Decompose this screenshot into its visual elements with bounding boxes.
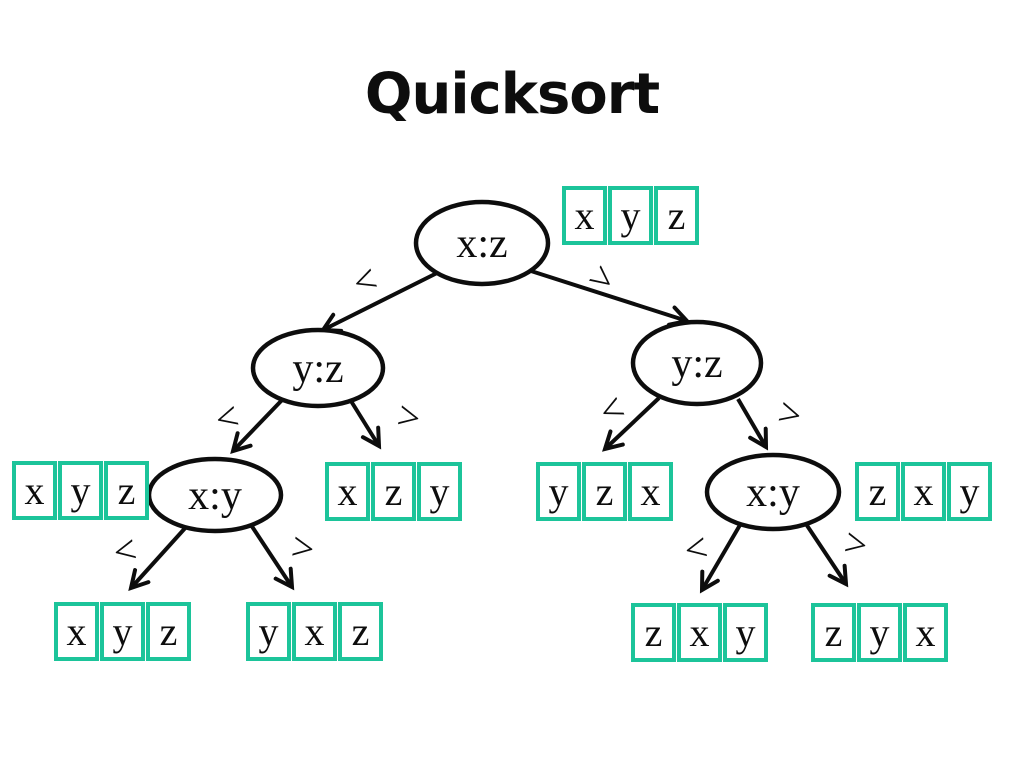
node-root-ellipse xyxy=(413,199,551,287)
array-cell: z xyxy=(631,603,676,662)
edge-right-xy-greater xyxy=(804,522,849,588)
edge-root-less xyxy=(319,271,438,333)
node-right-child-ellipse xyxy=(630,319,764,407)
array-box-left-context: x y z xyxy=(12,461,149,520)
array-cell: x xyxy=(54,602,99,661)
node-left-grandchild-label: x:y xyxy=(188,473,242,519)
array-box-left-lt-lt-result: x y z xyxy=(54,602,191,661)
edge-left-yz-less xyxy=(230,397,285,454)
slide-title: Quicksort xyxy=(364,62,660,127)
array-cell: x xyxy=(325,462,370,521)
edge-right-yz-less xyxy=(602,396,661,452)
node-left-grandchild-ellipse xyxy=(146,456,284,534)
edge-right-yz-greater xyxy=(736,397,769,451)
array-cell: x xyxy=(677,603,722,662)
array-cell: x xyxy=(903,603,948,662)
edge-label-right-yz-greater: > xyxy=(773,389,806,438)
array-box-right-gt-gt-result: z y x xyxy=(811,603,948,662)
array-cell: y xyxy=(58,461,103,520)
array-box-left-gt-result: x z y xyxy=(325,462,462,521)
edge-label-right-xy-greater: > xyxy=(840,519,871,568)
array-cell: y xyxy=(417,462,462,521)
array-cell: y xyxy=(246,602,291,661)
array-cell: x xyxy=(562,186,607,245)
edge-label-left-yz-less: < xyxy=(210,393,243,442)
array-cell: z xyxy=(338,602,383,661)
edge-left-xy-less xyxy=(128,524,189,592)
array-cell: x xyxy=(12,461,57,520)
edge-label-left-xy-greater: > xyxy=(288,523,318,571)
array-cell: z xyxy=(104,461,149,520)
array-cell: y xyxy=(608,186,653,245)
node-right-child-label: y:z xyxy=(671,341,722,387)
edge-label-right-xy-less: < xyxy=(680,524,711,573)
edge-root-greater xyxy=(530,269,691,327)
array-cell: x xyxy=(292,602,337,661)
edge-label-left-xy-less: < xyxy=(109,526,140,575)
node-left-child-ellipse xyxy=(250,327,386,409)
node-root-label: x:z xyxy=(456,221,507,267)
array-cell: y xyxy=(100,602,145,661)
edge-right-xy-less xyxy=(699,523,742,594)
array-cell: y xyxy=(536,462,581,521)
array-cell: y xyxy=(857,603,902,662)
edge-label-root-less: < xyxy=(347,256,384,306)
array-cell: x xyxy=(628,462,673,521)
array-box-input: x y z xyxy=(562,186,699,245)
array-cell: y xyxy=(723,603,768,662)
array-box-right-gt-lt-result: z x y xyxy=(631,603,768,662)
array-cell: z xyxy=(582,462,627,521)
edge-label-left-yz-greater: > xyxy=(393,392,424,441)
edge-left-xy-greater xyxy=(249,523,295,591)
array-cell: y xyxy=(947,462,992,521)
node-left-child-label: y:z xyxy=(292,346,343,392)
edge-left-yz-greater xyxy=(349,399,382,450)
array-cell: z xyxy=(855,462,900,521)
array-box-left-lt-gt-result: y x z xyxy=(246,602,383,661)
array-box-right-lt-result: y z x xyxy=(536,462,673,521)
array-box-right-context: z x y xyxy=(855,462,992,521)
node-right-grandchild-ellipse xyxy=(704,452,842,532)
node-right-grandchild-label: x:y xyxy=(746,470,800,516)
edge-label-root-greater: > xyxy=(580,254,625,303)
array-cell: z xyxy=(371,462,416,521)
array-cell: z xyxy=(811,603,856,662)
edge-label-right-yz-less: < xyxy=(592,384,631,434)
array-cell: x xyxy=(901,462,946,521)
array-cell: z xyxy=(654,186,699,245)
array-cell: z xyxy=(146,602,191,661)
